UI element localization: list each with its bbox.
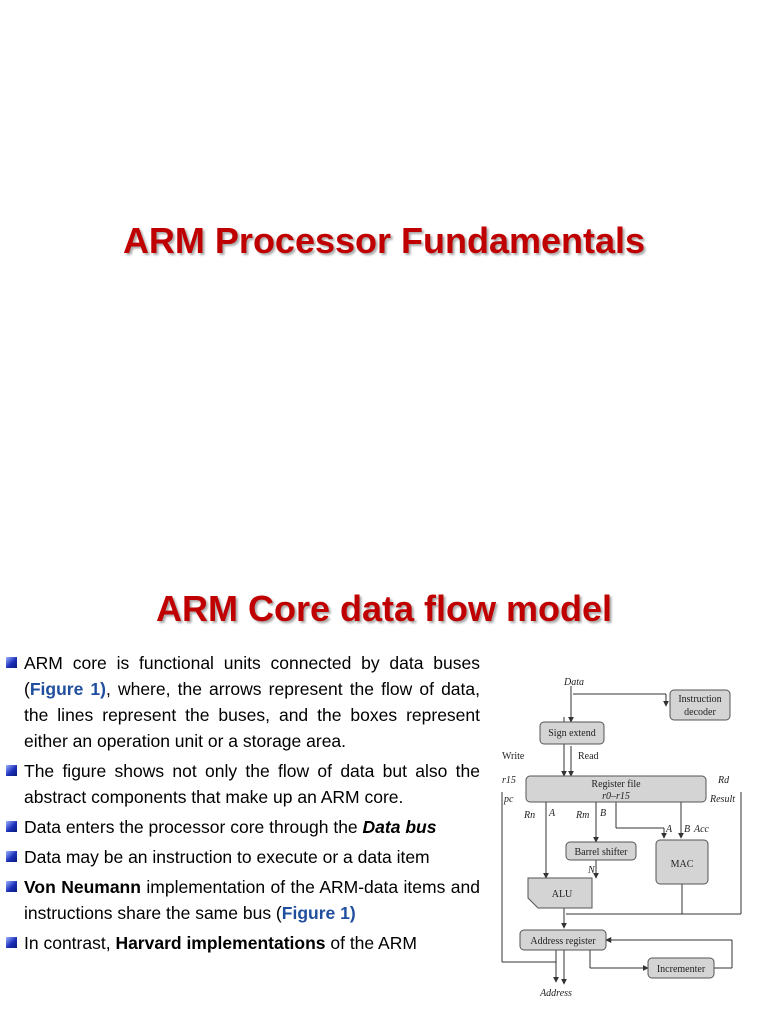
incrementer-label: Incrementer xyxy=(657,964,706,975)
square-bullet-icon xyxy=(6,765,17,776)
barrel-shifter-label: Barrel shifter xyxy=(574,847,628,858)
rd-label: Rd xyxy=(717,775,730,786)
register-range-label: r0–r15 xyxy=(602,791,630,802)
rm-label: Rm xyxy=(575,810,589,821)
figure-reference: Figure 1) xyxy=(281,903,356,923)
bullet-item: The figure shows not only the flow of da… xyxy=(6,758,480,810)
a-label: A xyxy=(548,808,556,819)
arm-data-flow-diagram: Data Instruction decoder Sign extend Wri… xyxy=(501,677,742,999)
square-bullet-icon xyxy=(6,821,17,832)
square-bullet-icon xyxy=(6,851,17,862)
bullet-list: ARM core is functional units connected b… xyxy=(6,650,480,960)
section-title: ARM Core data flow model xyxy=(155,588,613,629)
sign-extend-label: Sign extend xyxy=(548,728,596,739)
bullet-item: Data may be an instruction to execute or… xyxy=(6,844,480,870)
square-bullet-icon xyxy=(6,937,17,948)
bullet-item: In contrast, Harvard implementations of … xyxy=(6,930,480,956)
a-input-label: A xyxy=(665,824,673,835)
instruction-decoder-label: decoder xyxy=(684,707,716,718)
pc-label: pc xyxy=(503,794,514,805)
square-bullet-icon xyxy=(6,657,17,668)
read-label: Read xyxy=(578,751,599,762)
register-file-label: Register file xyxy=(591,779,641,790)
instruction-decoder-label: Instruction xyxy=(678,694,721,705)
b-label: B xyxy=(600,808,606,819)
result-label: Result xyxy=(709,794,735,805)
von-neumann-term: Von Neumann xyxy=(24,877,141,897)
slide-title: ARM Processor Fundamentals xyxy=(122,220,646,261)
harvard-term: Harvard implementations xyxy=(115,933,326,953)
bullet-item: ARM core is functional units connected b… xyxy=(6,650,480,754)
address-register-label: Address register xyxy=(530,936,596,947)
alu-label: ALU xyxy=(552,889,573,900)
bullet-item: Data enters the processor core through t… xyxy=(6,814,480,840)
b-input-label: B xyxy=(684,824,690,835)
address-label: Address xyxy=(539,988,572,999)
figure-reference: Figure 1) xyxy=(29,679,106,699)
r15-label: r15 xyxy=(502,775,516,786)
square-bullet-icon xyxy=(6,881,17,892)
n-label: N xyxy=(587,865,596,876)
data-label: Data xyxy=(563,677,584,688)
write-label: Write xyxy=(502,751,525,762)
mac-label: MAC xyxy=(671,859,694,870)
acc-label: Acc xyxy=(693,824,710,835)
rn-label: Rn xyxy=(523,810,535,821)
data-bus-term: Data bus xyxy=(362,817,437,837)
bullet-item: Von Neumann implementation of the ARM-da… xyxy=(6,874,480,926)
